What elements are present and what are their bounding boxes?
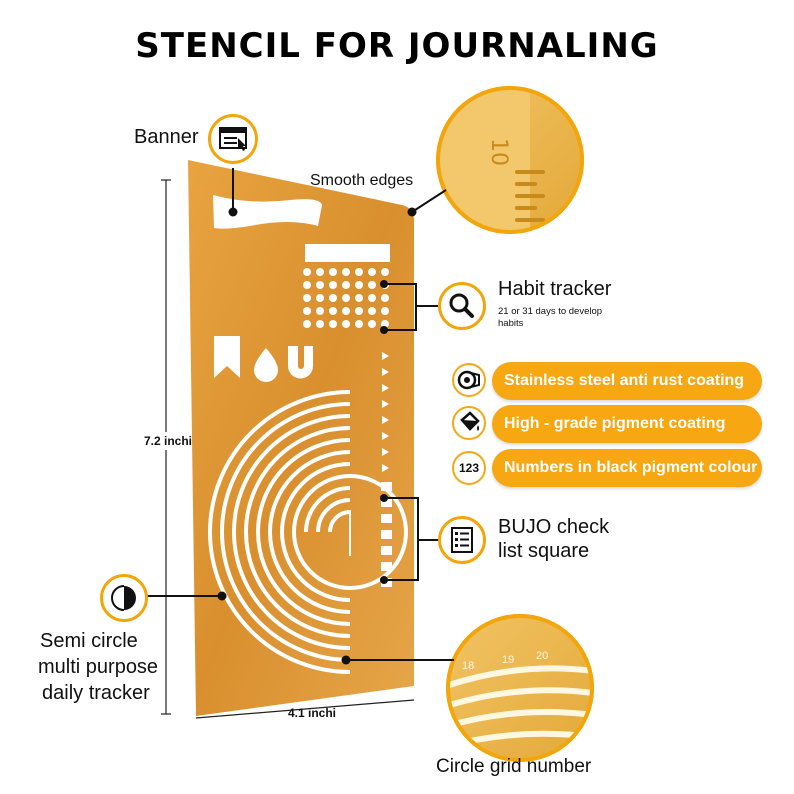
- numbers-icon: 123: [452, 451, 486, 485]
- feature-pill: High - grade pigment coating: [492, 405, 762, 443]
- feature-pill: Numbers in black pigment colour: [492, 449, 762, 487]
- banner-label: Banner: [134, 126, 199, 148]
- banner-icon: [208, 114, 258, 164]
- tape-roll-icon: [452, 363, 486, 397]
- zoom-circle-grid: [446, 614, 594, 762]
- connector-lines: [146, 168, 454, 661]
- habit-tracker-dots: [303, 268, 389, 328]
- zoom-number-19: 19: [502, 654, 515, 666]
- checklist-icon: [438, 516, 486, 564]
- page-title: STENCIL FOR JOURNALING: [135, 26, 659, 66]
- semi-circle-label-1: Semi circle: [40, 630, 138, 652]
- semi-circle-label-3: daily tracker: [42, 682, 150, 704]
- paint-bucket-icon: [452, 406, 486, 440]
- width-dimension: 4.1 inchi: [288, 706, 337, 720]
- smooth-edges-label: Smooth edges: [310, 172, 414, 189]
- habit-tracker-sub: 21 or 31 days to develop habits: [498, 306, 603, 329]
- semicircle-arcs: [208, 390, 408, 674]
- bujo-label-line1: BUJO check: [498, 516, 610, 538]
- circle-grid-label: Circle grid number: [436, 756, 592, 777]
- feature-pill: Stainless steel anti rust coating: [492, 362, 762, 400]
- habit-tracker-label: Habit tracker: [498, 278, 612, 300]
- zoom-smooth-edges: 10: [436, 86, 584, 234]
- svg-text:10: 10: [486, 138, 511, 166]
- triangle-markers: [382, 352, 389, 472]
- zoom-number-18: 18: [462, 660, 475, 672]
- search-icon: [438, 282, 486, 330]
- semi-circle-label-2: multi purpose: [38, 656, 159, 678]
- half-circle-icon: [100, 574, 148, 622]
- banner-cutout: [213, 195, 322, 229]
- bujo-label-line2: list square: [498, 540, 590, 562]
- height-dimension: 7.2 inchi: [144, 432, 193, 450]
- zoom-number-20: 20: [536, 650, 549, 662]
